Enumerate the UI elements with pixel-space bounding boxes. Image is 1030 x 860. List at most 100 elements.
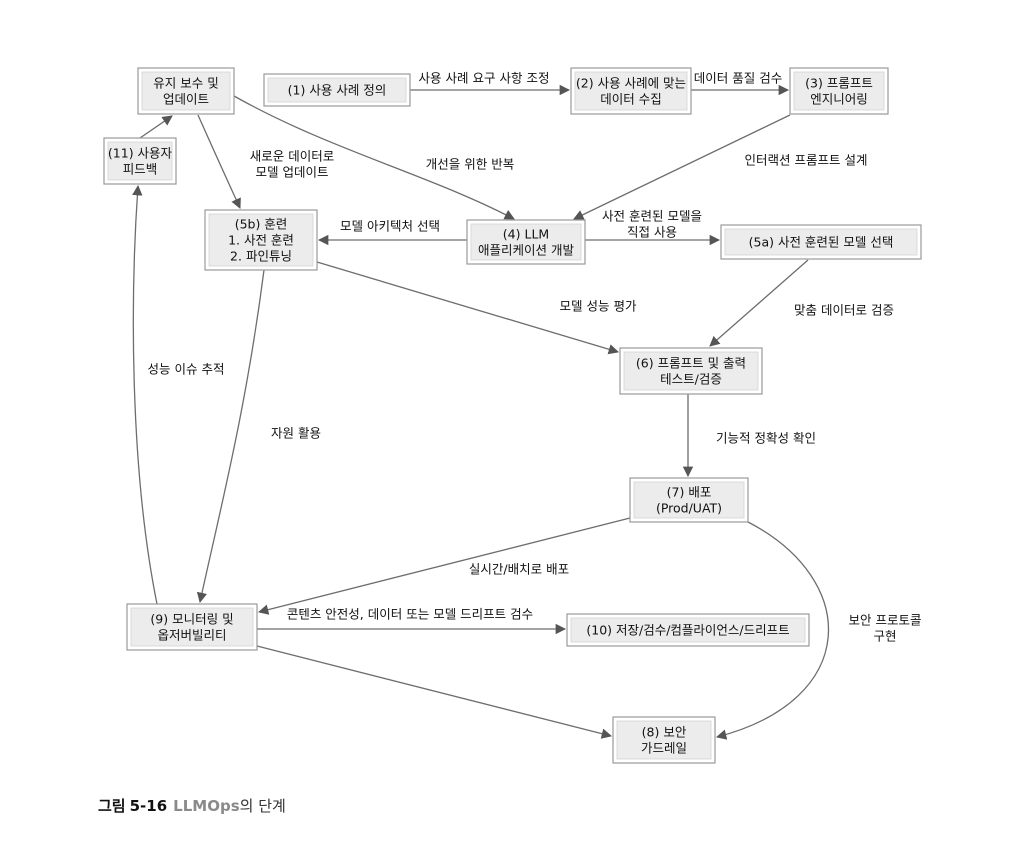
edge-emaint-4	[233, 95, 515, 220]
edge-e11-maint	[139, 115, 173, 139]
edge-label-text: 모델 아키텍처 선택	[340, 219, 440, 234]
edge-label-text: 실시간/배치로 배포	[469, 562, 569, 577]
edge-e7-8	[715, 521, 829, 740]
edge-e9-11	[132, 184, 158, 605]
edge-label-text: 사전 훈련된 모델을	[602, 209, 702, 224]
caption-title-bold: LLMOps	[173, 797, 240, 815]
node-label: (3) 프롬프트	[805, 76, 873, 91]
edge-label-text: 모델 업데이트	[256, 165, 329, 180]
node-label: (6) 프롬프트 및 출력	[636, 356, 746, 371]
node-label: (7) 배포	[667, 485, 712, 500]
edge-e3-4	[573, 114, 791, 220]
edge-label-e9-11: 성능 이슈 추적	[148, 362, 225, 377]
edge-label-text: 새로운 데이터로	[250, 149, 334, 164]
node-fill	[574, 71, 688, 111]
node-label: (8) 보안	[642, 725, 687, 740]
edge-label-text: 성능 이슈 추적	[148, 362, 225, 377]
edge-label-text: 콘텐츠 안전성, 데이터 또는 모델 드리프트 검수	[287, 607, 533, 622]
node-fill	[107, 141, 173, 181]
edge-label-e6-7: 기능적 정확성 확인	[716, 431, 816, 446]
edge-e5b-9	[196, 269, 265, 604]
node-label: (5b) 훈련	[235, 217, 288, 232]
node-label: 유지 보수 및	[153, 76, 218, 91]
edge-label-e1-2: 사용 사례 요구 사항 조정	[419, 71, 550, 86]
node-label: 데이터 수집	[600, 92, 661, 107]
edge-label-text: 기능적 정확성 확인	[716, 431, 816, 446]
edge-label-text: 모델 성능 평가	[560, 299, 637, 314]
node-label: 애플리케이션 개발	[478, 243, 574, 258]
node-fill	[793, 71, 885, 111]
node-pretrained-select: (5a) 사전 훈련된 모델 선택	[720, 224, 922, 260]
edge-emaint-5b	[197, 114, 241, 209]
node-label: (4) LLM	[503, 227, 549, 242]
edge-label-e5a-6: 맞춤 데이터로 검증	[794, 303, 894, 318]
node-label: (10) 저장/검수/컴플라이언스/드리프트	[586, 623, 789, 638]
caption-title-rest: 의 단계	[239, 797, 286, 815]
node-fill	[141, 71, 231, 111]
node-label: (5a) 사전 훈련된 모델 선택	[749, 235, 894, 250]
edge-label-e9-10: 콘텐츠 안전성, 데이터 또는 모델 드리프트 검수	[287, 607, 533, 622]
node-label: 업데이트	[163, 92, 209, 107]
node-label: (9) 모니터링 및	[150, 612, 233, 627]
edge-label-text: 맞춤 데이터로 검증	[794, 303, 894, 318]
node-fill	[724, 228, 918, 256]
edge-label-e7-9: 실시간/배치로 배포	[469, 562, 569, 577]
node-label: (2) 사용 사례에 맞는	[576, 76, 686, 91]
edge-label-text: 데이터 품질 검수	[694, 71, 782, 86]
caption-label: 그림	[98, 797, 126, 815]
edges-layer	[132, 84, 829, 740]
node-fill	[470, 223, 582, 261]
node-fill	[570, 617, 806, 643]
node-deploy: (7) 배포(Prod/UAT)	[629, 477, 749, 523]
node-fill	[130, 607, 254, 647]
edge-e5b-6	[316, 261, 619, 355]
edge-label-e3-4: 인터랙션 프롬프트 설계	[745, 153, 868, 168]
edge-label-e4-5b: 모델 아키텍처 선택	[340, 219, 440, 234]
node-label: 테스트/검증	[660, 372, 722, 387]
node-use-case: (1) 사용 사례 정의	[263, 73, 411, 107]
caption-number: 5-16	[129, 797, 168, 815]
edge-label-e5b-9: 자원 활용	[271, 426, 321, 441]
edge-label-text: 자원 활용	[271, 426, 321, 441]
node-label: (Prod/UAT)	[656, 501, 722, 516]
edge-e7-9	[257, 517, 631, 615]
node-storage: (10) 저장/검수/컴플라이언스/드리프트	[566, 613, 810, 647]
node-label: 2. 파인튜닝	[230, 249, 292, 264]
edge-label-text: 사용 사례 요구 사항 조정	[419, 71, 550, 86]
node-label: 가드레일	[641, 741, 687, 756]
node-fill	[623, 351, 759, 391]
node-training: (5b) 훈련1. 사전 훈련2. 파인튜닝	[204, 209, 318, 271]
edge-label-emaint-4: 개선을 위한 반복	[426, 157, 514, 172]
node-label: (1) 사용 사례 정의	[288, 83, 387, 98]
edge-label-text: 인터랙션 프롬프트 설계	[745, 153, 868, 168]
node-label: 피드백	[123, 162, 158, 177]
edge-label-text: 보안 프로토콜	[849, 613, 922, 628]
node-label: 1. 사전 훈련	[228, 233, 294, 248]
edge-label-e2-3: 데이터 품질 검수	[694, 71, 782, 86]
node-fill	[616, 720, 712, 760]
node-fill	[633, 481, 745, 519]
edge-label-e5b-6: 모델 성능 평가	[560, 299, 637, 314]
node-fill	[208, 213, 314, 267]
edge-label-text: 개선을 위한 반복	[426, 157, 514, 172]
edge-e5a-6	[709, 259, 809, 347]
edge-e9-8	[256, 645, 613, 739]
node-label: 옵저버빌리티	[157, 628, 226, 643]
node-label: 엔지니어링	[810, 92, 868, 107]
node-fill	[267, 77, 407, 103]
edge-label-text: 직접 사용	[627, 225, 677, 240]
